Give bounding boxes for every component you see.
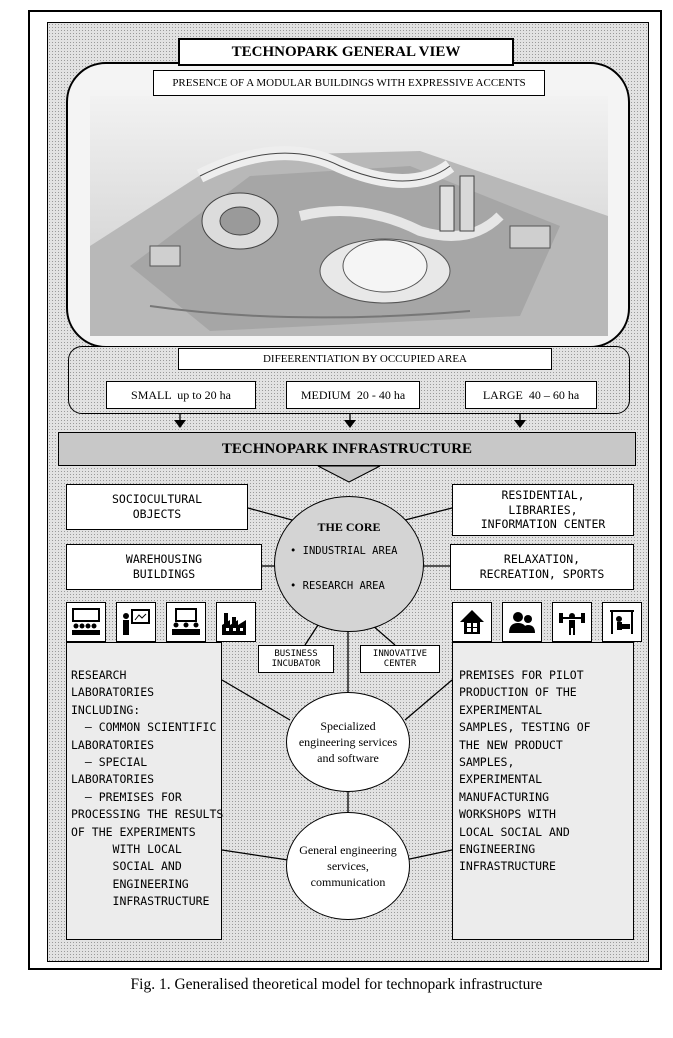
residential-label: RESIDENTIAL, LIBRARIES, INFORMATION CENT… [480,487,606,532]
infrastructure-title: TECHNOPARK INFRASTRUCTURE [221,440,473,457]
core-title-wrap: THE CORE [274,518,424,536]
innovative-center-label: INNOVATIVE CENTER [372,648,428,669]
size-small-label: SMALL up to 20 ha [131,387,231,402]
reading-icon [602,602,642,642]
outer-frame [28,10,662,970]
sociocultural-label: SOCIOCULTURAL OBJECTS [111,492,202,521]
audience-icon [66,602,106,642]
right-icon-row [452,602,642,642]
warehousing-box: WAREHOUSING BUILDINGS [66,544,262,590]
modular-buildings-box: PRESENCE OF A MODULAR BUILDINGS WITH EXP… [153,70,545,96]
general-view-title-box: TECHNOPARK GENERAL VIEW [178,38,514,66]
business-incubator-box: BUSINESS INCUBATOR [258,645,334,673]
core-item-industrial-wrap: • INDUSTRIAL AREA [290,541,420,559]
specialized-circle: Specialized engineering services and sof… [286,692,410,792]
warehousing-label: WAREHOUSING BUILDINGS [125,552,203,581]
figure-caption-wrap: Fig. 1. Generalised theoretical model fo… [0,976,673,994]
core-item-research-wrap: • RESEARCH AREA [290,576,420,594]
business-incubator-label: BUSINESS INCUBATOR [271,648,321,669]
relaxation-label: RELAXATION, RECREATION, SPORTS [479,552,605,581]
size-small-box: SMALL up to 20 ha [106,381,256,409]
relaxation-box: RELAXATION, RECREATION, SPORTS [450,544,634,590]
research-block-text: RESEARCH LABORATORIES INCLUDING: – COMMO… [71,668,224,909]
residential-box: RESIDENTIAL, LIBRARIES, INFORMATION CENT… [452,484,634,536]
meeting-icon [166,602,206,642]
general-label: General engineering services, communicat… [299,842,397,890]
house-icon [452,602,492,642]
core-item-research: • RESEARCH AREA [290,580,385,592]
weightlifter-icon [552,602,592,642]
presenter-icon [116,602,156,642]
size-large-label: LARGE 40 – 60 ha [482,387,580,402]
specialized-label: Specialized engineering services and sof… [298,718,398,766]
general-circle: General engineering services, communicat… [286,812,410,920]
factory-icon [216,602,256,642]
technopark-aerial-image [90,96,608,336]
core-item-industrial: • INDUSTRIAL AREA [290,545,398,557]
innovative-center-box: INNOVATIVE CENTER [360,645,440,673]
modular-label: PRESENCE OF A MODULAR BUILDINGS WITH EXP… [172,77,526,89]
differentiation-title-box: DIFEERENTIATION BY OCCUPIED AREA [178,348,552,370]
pilot-block: PREMISES FOR PILOT PRODUCTION OF THE EXP… [452,642,634,940]
size-medium-box: MEDIUM 20 - 40 ha [286,381,420,409]
infrastructure-bar: TECHNOPARK INFRASTRUCTURE [58,432,636,466]
core-title: THE CORE [317,520,381,534]
differentiation-title: DIFEERENTIATION BY OCCUPIED AREA [262,353,467,365]
left-icon-row [66,602,256,642]
sociocultural-box: SOCIOCULTURAL OBJECTS [66,484,248,530]
size-medium-label: MEDIUM 20 - 40 ha [300,387,406,402]
research-block: RESEARCH LABORATORIES INCLUDING: – COMMO… [66,642,224,940]
page-title: TECHNOPARK GENERAL VIEW [231,43,461,60]
pilot-block-text: PREMISES FOR PILOT PRODUCTION OF THE EXP… [459,668,591,874]
people-icon [502,602,542,642]
core-circle [274,496,424,632]
size-large-box: LARGE 40 – 60 ha [465,381,597,409]
figure-caption: Fig. 1. Generalised theoretical model fo… [130,976,543,993]
